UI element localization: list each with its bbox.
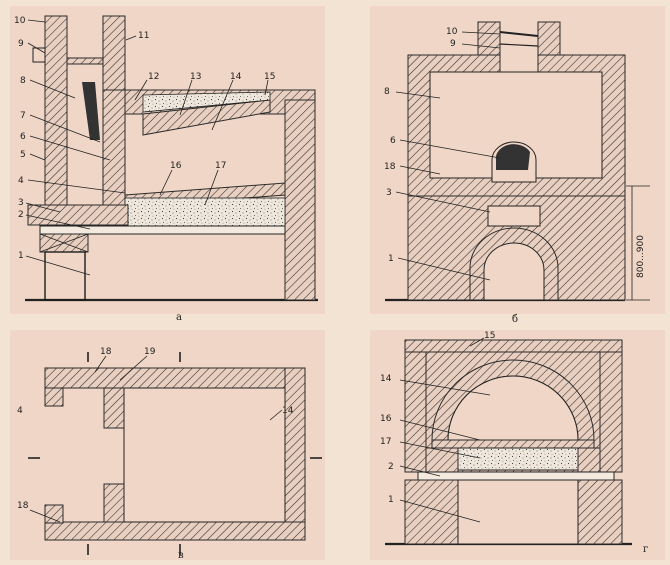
panel-b-hearth-opening xyxy=(487,205,541,227)
label-v-18-top: 18 xyxy=(100,347,112,357)
label-b-3: 3 xyxy=(386,188,392,198)
panel-a-front-slab xyxy=(27,204,129,226)
label-a-15: 15 xyxy=(264,72,275,82)
panel-a-vault xyxy=(142,99,271,136)
panel-g-right-hearth xyxy=(577,447,601,473)
panel-v-partition-top xyxy=(103,387,125,429)
panel-v-plan xyxy=(28,352,322,555)
panel-a-sand-fill xyxy=(124,197,286,227)
panel-a-damper xyxy=(66,57,104,65)
label-a-14: 14 xyxy=(230,72,242,82)
panel-b-chimney-left xyxy=(477,21,501,61)
panel-g-left-wall xyxy=(404,351,427,473)
panel-g-hearth-slab xyxy=(431,439,595,449)
label-a-8: 8 xyxy=(20,76,26,86)
panel-g-top-slab xyxy=(404,339,623,353)
label-b-8: 8 xyxy=(384,87,390,97)
caption-a: а xyxy=(176,312,182,323)
caption-g: г xyxy=(643,544,648,555)
label-g-15: 15 xyxy=(484,331,495,341)
label-a-7: 7 xyxy=(20,111,26,121)
panel-v-left-stub-bottom xyxy=(44,504,64,524)
panel-a-base-leg xyxy=(44,251,86,301)
panel-g-left-leg xyxy=(404,479,459,545)
panel-a-chimney-back-wall xyxy=(102,15,126,91)
label-a-16: 16 xyxy=(170,161,182,171)
panel-g-sand-fill xyxy=(457,447,579,471)
panel-v-right-wall xyxy=(284,367,306,541)
label-a-12: 12 xyxy=(148,72,159,82)
label-a-3: 3 xyxy=(18,198,24,208)
label-a-9: 9 xyxy=(18,39,24,49)
label-a-1: 1 xyxy=(18,251,24,261)
caption-b: б xyxy=(512,314,518,325)
panel-b-front-section xyxy=(385,21,650,302)
label-g-1: 1 xyxy=(388,495,394,505)
label-a-11: 11 xyxy=(138,31,149,41)
panel-a-rear-wall xyxy=(284,99,316,301)
label-a-5: 5 xyxy=(20,150,26,160)
label-v-14: 14 xyxy=(282,406,294,416)
panel-g-right-wall xyxy=(599,351,623,473)
panel-b-arch-opening xyxy=(483,242,545,301)
label-g-16: 16 xyxy=(380,414,392,424)
label-g-2: 2 xyxy=(388,462,394,472)
caption-v: в xyxy=(178,550,184,561)
label-g-17: 17 xyxy=(380,437,391,447)
panel-g-base-slab xyxy=(417,471,615,481)
label-a-13: 13 xyxy=(190,72,201,82)
label-v-4: 4 xyxy=(17,406,23,416)
label-a-2: 2 xyxy=(18,210,24,220)
label-a-10: 10 xyxy=(14,16,26,26)
panel-g-front-section xyxy=(385,337,632,546)
label-a-4: 4 xyxy=(18,176,24,186)
dimension-label: 800...900 xyxy=(636,235,646,278)
panel-b-chimney-right xyxy=(537,21,561,61)
label-v-19: 19 xyxy=(144,347,156,357)
panel-v-chamber xyxy=(123,387,286,523)
panel-g-right-leg xyxy=(577,479,623,545)
panel-a-damper-handle xyxy=(32,47,46,63)
panel-a-flue-plate xyxy=(82,82,100,140)
panel-a-chimney-front-wall xyxy=(44,15,68,225)
label-b-1: 1 xyxy=(388,254,394,264)
label-b-6: 6 xyxy=(390,136,396,146)
label-a-6: 6 xyxy=(20,132,26,142)
panel-g-oven-chamber xyxy=(447,375,579,441)
panel-a-base-slab xyxy=(39,225,286,235)
label-a-17: 17 xyxy=(215,161,226,171)
panel-g-base-opening xyxy=(457,479,579,545)
label-v-18-bottom: 18 xyxy=(17,501,29,511)
panel-b-door-plate xyxy=(495,144,530,170)
panel-v-partition-bottom xyxy=(103,483,125,523)
panel-v-left-stub-top xyxy=(44,387,64,407)
panel-g-left-hearth xyxy=(425,447,459,473)
panel-a-side-section xyxy=(25,15,318,302)
label-b-18: 18 xyxy=(384,162,396,172)
panel-v-bottom-wall xyxy=(44,521,306,541)
panel-v-top-wall xyxy=(44,367,306,389)
label-g-14: 14 xyxy=(380,374,392,384)
label-b-9: 9 xyxy=(450,39,456,49)
label-b-10: 10 xyxy=(446,27,458,37)
